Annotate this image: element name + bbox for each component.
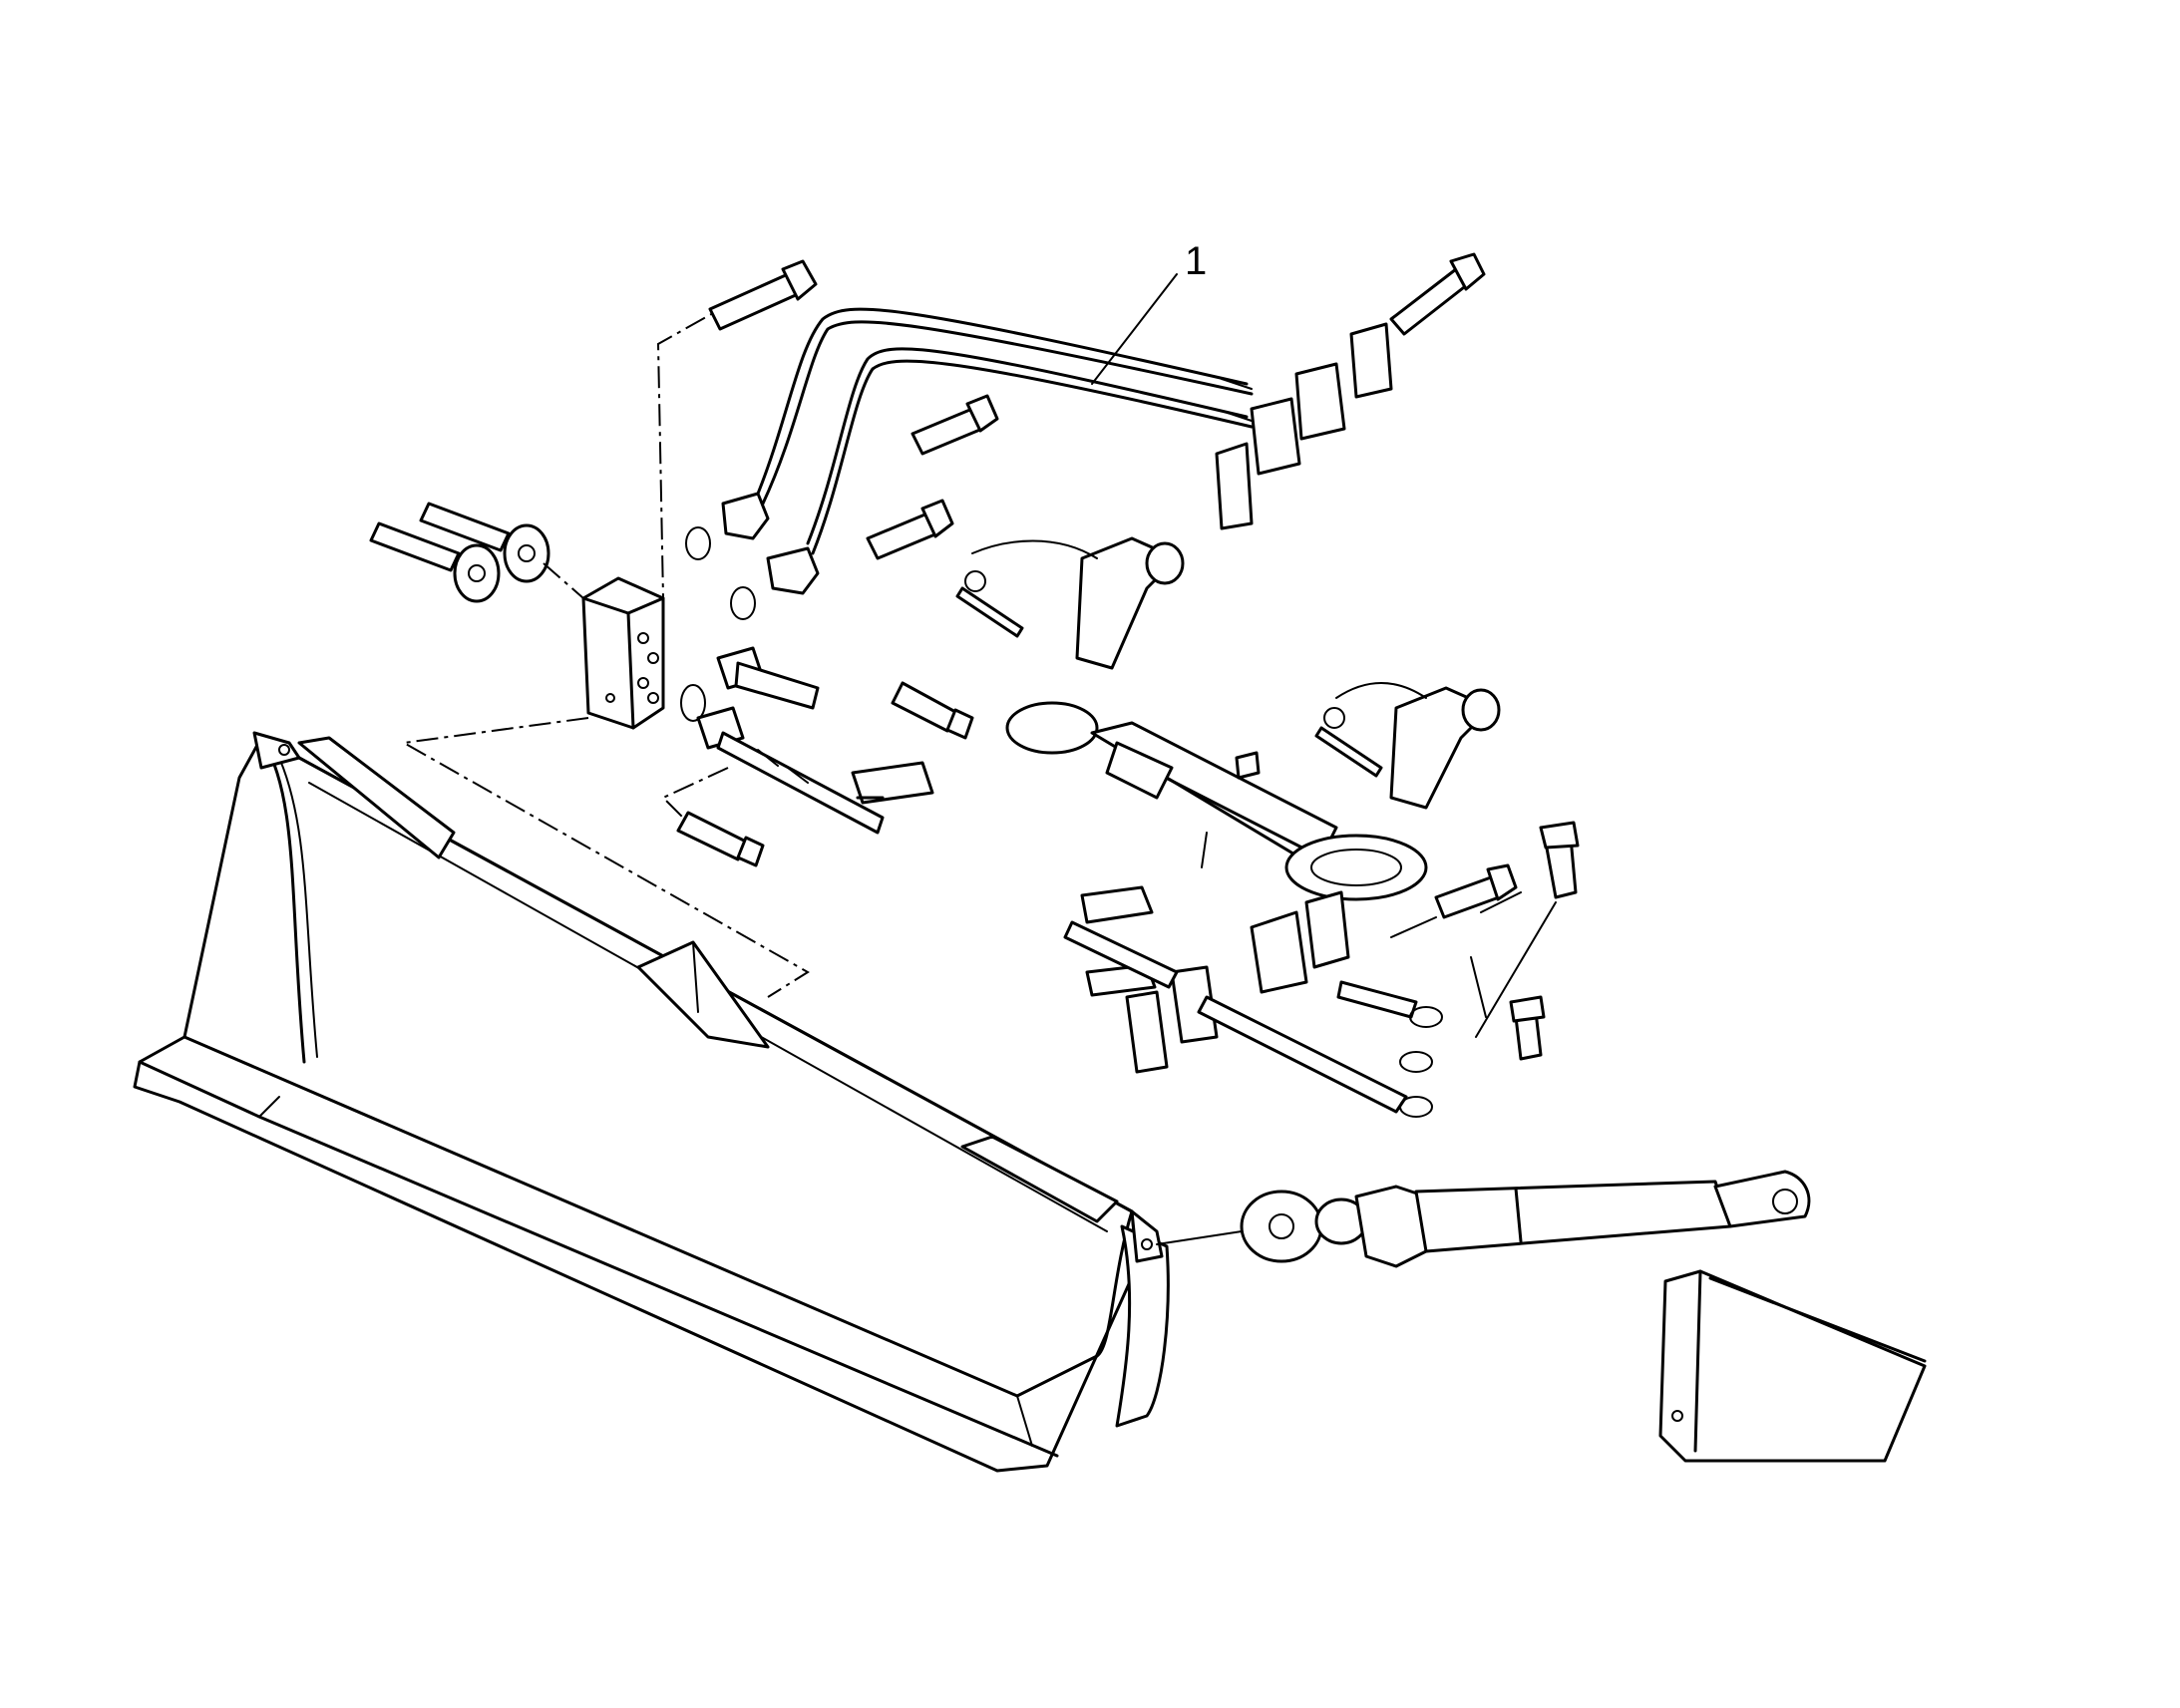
dozer-blade — [133, 731, 1243, 1473]
left-studs — [369, 502, 584, 603]
bolts — [676, 252, 1580, 1061]
valve-block — [581, 576, 665, 730]
hydraulic-hoses — [756, 307, 1254, 555]
callout-leader-1 — [1091, 273, 1178, 385]
clamp-brackets — [851, 322, 1393, 1074]
leader-block-blade — [400, 717, 810, 998]
lower-tubes — [1063, 891, 1557, 1118]
hose-fittings — [685, 492, 820, 620]
callout-number-1: 1 — [1185, 239, 1207, 283]
center-fittings — [680, 536, 1501, 835]
tilt-cylinder — [1005, 701, 1428, 901]
cover-plate — [1658, 1269, 1927, 1463]
angle-cylinder — [1240, 1170, 1811, 1268]
leader-bolt-block — [656, 298, 739, 599]
